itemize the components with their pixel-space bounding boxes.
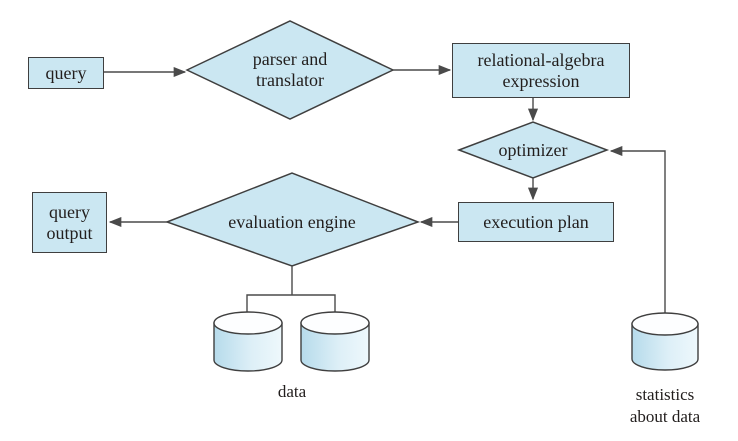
connector-evaluation-engine-to-data [246,266,336,313]
statistics-store-label: statistics about data [629,385,701,426]
data-cylinder-left-body [213,322,283,372]
statistics-cylinder [631,312,699,371]
parser-translator-diamond [185,20,395,120]
evaluation-engine-diamond [164,172,421,267]
statistics-cylinder-top [631,312,699,336]
relational-algebra-expression-node: relational-algebra expression [452,43,630,98]
execution-plan-node: execution plan [458,202,614,242]
query-node: query [28,57,104,89]
statistics-cylinder-body [631,323,699,371]
query-output-node: query output [32,192,107,253]
data-store-label: data [277,382,307,401]
optimizer-diamond [456,121,610,179]
data-cylinder-right [300,311,370,372]
data-cylinder-left [213,311,283,372]
data-cylinder-left-top [213,311,283,335]
data-cylinder-right-top [300,311,370,335]
data-cylinder-right-body [300,322,370,372]
arrow-statistics-to-optimizer [609,145,666,313]
